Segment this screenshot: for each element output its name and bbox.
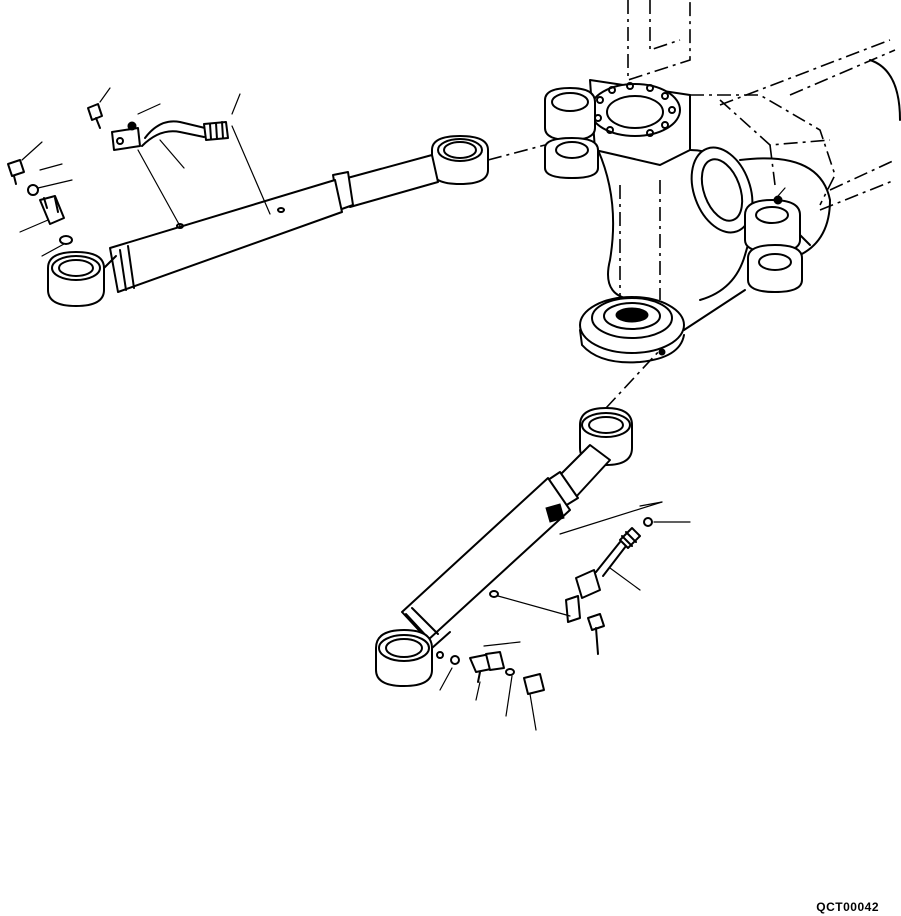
lower-fitting-stack <box>450 651 545 695</box>
drawing-code: QCT00042 <box>816 900 879 914</box>
lower-hose-assembly <box>565 517 653 655</box>
upper-fitting-stack <box>7 159 73 245</box>
upper-hose-assembly <box>87 103 229 151</box>
lower-steering-cylinder <box>375 349 661 687</box>
axle-housing <box>544 0 901 364</box>
leader-lines <box>19 87 691 731</box>
upper-steering-cylinder <box>47 135 546 307</box>
